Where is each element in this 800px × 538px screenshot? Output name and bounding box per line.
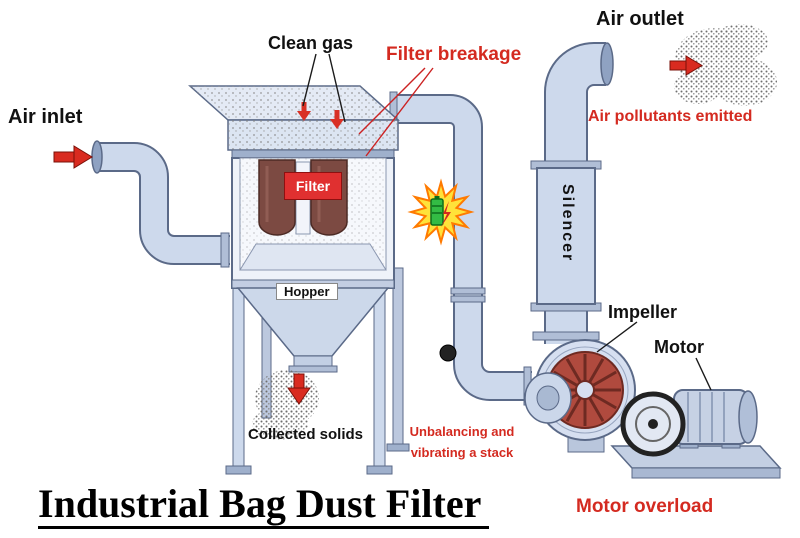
blower-fan — [524, 339, 636, 453]
spark-icon — [441, 201, 451, 227]
air-outlet-label: Air outlet — [596, 8, 684, 30]
motor-assembly — [610, 389, 782, 479]
unbalancing-line1: Unbalancing and — [409, 424, 515, 439]
air-outlet-arrow-icon — [669, 55, 703, 76]
clean-gas-label: Clean gas — [268, 33, 354, 53]
pollutant-cloud — [674, 24, 777, 106]
exhaust-stack — [530, 42, 614, 344]
battery-icon — [430, 196, 451, 227]
filter-breakage-label: Filter breakage — [386, 44, 522, 65]
silencer-label: Silencer — [559, 184, 576, 263]
pointer-lines — [302, 53, 712, 391]
flywheel-pulley — [620, 391, 686, 457]
hopper-discharge-arrow-icon — [287, 373, 311, 405]
unbalancing-line2: vibrating a stack — [410, 445, 514, 460]
motor-overload-label: Motor overload — [576, 496, 714, 517]
collected-solids-label: Collected solids — [248, 426, 364, 443]
inlet-pipe — [91, 140, 230, 268]
stack-outlet-mouth — [600, 42, 614, 86]
warning-burst-icon — [407, 178, 475, 246]
hopper-section — [236, 287, 390, 373]
air-inlet-label: Air inlet — [8, 106, 83, 128]
hopper-label: Hopper — [276, 283, 338, 300]
flow-arrows — [53, 55, 703, 405]
air-inlet-arrow-icon — [53, 145, 93, 169]
page-title: Industrial Bag Dust Filter — [38, 483, 490, 529]
plenum-flow-arrow-icon — [297, 102, 344, 129]
unbalancing-note: Unbalancing and vibrating a stack — [396, 421, 528, 463]
drain-valve-icon — [439, 344, 457, 362]
outlet-duct — [389, 91, 532, 406]
impeller-label: Impeller — [608, 302, 678, 322]
air-pollutants-label: Air pollutants emitted — [588, 108, 753, 125]
motor-label: Motor — [654, 337, 704, 357]
filter-chip: Filter — [284, 172, 342, 200]
silencer-body — [536, 167, 596, 305]
